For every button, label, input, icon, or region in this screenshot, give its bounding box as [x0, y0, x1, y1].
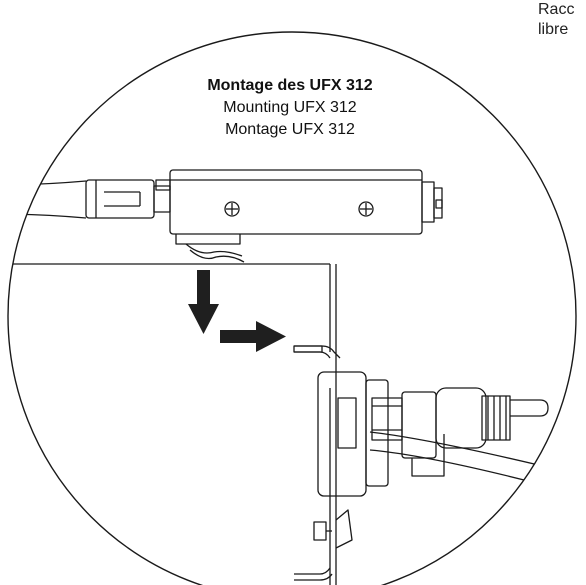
screw-head-icon	[358, 201, 374, 217]
arrow-right-icon	[220, 321, 286, 352]
corner-caption-line1: Racc	[538, 1, 575, 18]
title-german: Montage UFX 312	[225, 121, 355, 138]
mounted-connector	[317, 371, 576, 501]
corner-caption-line2: libre	[538, 21, 569, 38]
arrow-down-icon	[188, 270, 219, 334]
input-cable	[8, 179, 171, 219]
title-french: Montage des UFX 312	[207, 77, 373, 94]
corner-caption: Racc libre	[538, 0, 574, 40]
title-block: Montage des UFX 312 Mounting UFX 312 Mon…	[160, 75, 420, 141]
ufx-module	[155, 169, 443, 263]
detail-circle	[7, 31, 577, 585]
screw-head-icon	[224, 201, 240, 217]
title-english: Mounting UFX 312	[223, 99, 357, 116]
mounting-plate	[293, 264, 353, 585]
